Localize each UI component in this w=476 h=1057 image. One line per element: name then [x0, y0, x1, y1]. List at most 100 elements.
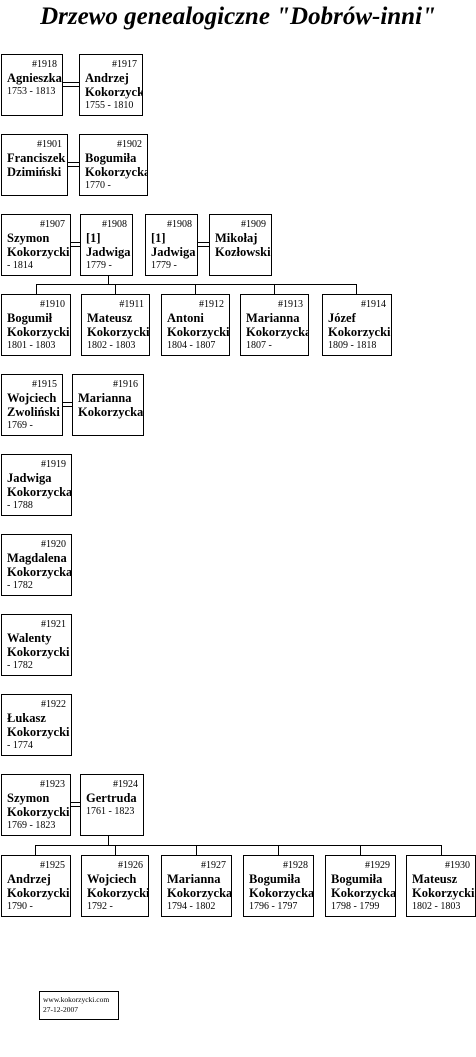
- connector-line: [68, 166, 79, 167]
- person-name: Andrzej Kokorzycki: [85, 71, 143, 99]
- person-id: #1908: [167, 219, 192, 230]
- person-id: #1907: [40, 219, 65, 230]
- person-name: Bogumiła Kokorzycka: [249, 872, 314, 900]
- person-name: Mateusz Kokorzycki: [412, 872, 475, 900]
- person-id: #1908: [102, 219, 127, 230]
- person-id: #1909: [241, 219, 266, 230]
- person-dates: 1753 - 1813: [7, 86, 56, 97]
- connector-line: [278, 845, 279, 855]
- connector-line: [71, 246, 80, 247]
- person-name: [1] Jadwiga: [151, 231, 196, 259]
- person-name: Jadwiga Kokorzycka: [7, 471, 72, 499]
- connector-line: [108, 276, 109, 284]
- connector-line: [36, 284, 37, 294]
- person-id: #1924: [113, 779, 138, 790]
- person-id: #1929: [365, 860, 390, 871]
- person-dates: 1779 -: [151, 260, 177, 271]
- connector-line: [115, 284, 116, 294]
- person-dates: 1769 -: [7, 420, 33, 431]
- person-id: #1921: [41, 619, 66, 630]
- footer-stamp: www.kokorzycki.com 27-12-2007: [39, 991, 119, 1020]
- person-dates: 1790 -: [7, 901, 33, 912]
- connector-line: [63, 86, 79, 87]
- connector-line: [71, 802, 80, 803]
- person-name: Agnieszka: [7, 71, 62, 85]
- person-name: Bogumił Kokorzycki: [7, 311, 70, 339]
- person-id: #1911: [119, 299, 144, 310]
- person-dates: 1802 - 1803: [412, 901, 461, 912]
- person-name: Gertruda: [86, 791, 137, 805]
- connector-line: [274, 284, 275, 294]
- person-name: Andrzej Kokorzycki: [7, 872, 70, 900]
- connector-line: [198, 246, 209, 247]
- person-name: Bogumiła Kokorzycka: [331, 872, 396, 900]
- person-dates: 1794 - 1802: [167, 901, 216, 912]
- person-id: #1917: [112, 59, 137, 70]
- person-dates: 1792 -: [87, 901, 113, 912]
- person-dates: - 1774: [7, 740, 33, 751]
- person-name: Walenty Kokorzycki: [7, 631, 70, 659]
- person-dates: - 1782: [7, 660, 33, 671]
- footer-date: 27-12-2007: [43, 1005, 78, 1014]
- person-id: #1912: [199, 299, 224, 310]
- connector-line: [195, 284, 196, 294]
- person-dates: 1779 -: [86, 260, 112, 271]
- person-dates: 1807 -: [246, 340, 272, 351]
- person-name: Wojciech Zwoliński: [7, 391, 60, 419]
- person-dates: 1796 - 1797: [249, 901, 298, 912]
- connector-line: [35, 845, 36, 855]
- person-name: Marianna Kokorzycka: [246, 311, 309, 339]
- person-id: #1918: [32, 59, 57, 70]
- person-name: Antoni Kokorzycki: [167, 311, 230, 339]
- person-dates: - 1782: [7, 580, 33, 591]
- person-dates: - 1814: [7, 260, 33, 271]
- person-name: Marianna Kokorzycka: [78, 391, 144, 419]
- connector-line: [36, 284, 357, 285]
- person-name: Szymon Kokorzycki: [7, 231, 70, 259]
- connector-line: [198, 242, 209, 243]
- person-dates: 1769 - 1823: [7, 820, 56, 831]
- person-name: Franciszek Dzimiński: [7, 151, 66, 179]
- person-id: #1928: [283, 860, 308, 871]
- person-name: Marianna Kokorzycka: [167, 872, 232, 900]
- person-name: Magdalena Kokorzycka: [7, 551, 72, 579]
- connector-line: [196, 845, 197, 855]
- person-dates: 1804 - 1807: [167, 340, 216, 351]
- person-dates: 1798 - 1799: [331, 901, 380, 912]
- person-dates: 1802 - 1803: [87, 340, 136, 351]
- connector-line: [356, 284, 357, 294]
- person-id: #1925: [40, 860, 65, 871]
- person-dates: 1809 - 1818: [328, 340, 377, 351]
- person-name: Łukasz Kokorzycki: [7, 711, 70, 739]
- person-id: #1901: [37, 139, 62, 150]
- person-id: #1927: [201, 860, 226, 871]
- person-name: Wojciech Kokorzycki: [87, 872, 149, 900]
